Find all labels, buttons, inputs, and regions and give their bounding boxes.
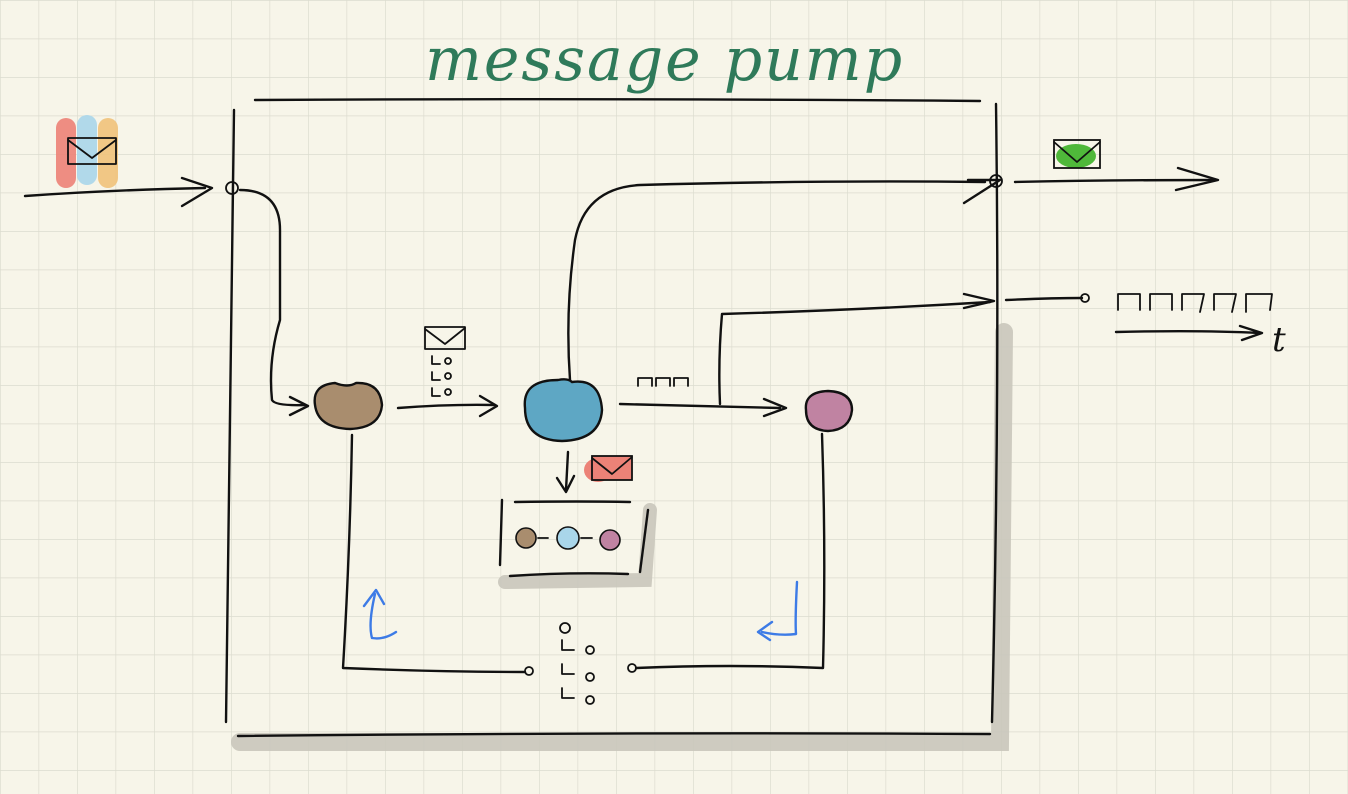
- output-arrow: [989, 166, 1220, 192]
- queued-messages-icon: [424, 326, 466, 397]
- incoming-messages-icon: [56, 115, 118, 188]
- arrow-icon: [962, 178, 1002, 205]
- widget-brown: [313, 381, 384, 431]
- output-path: [567, 180, 987, 382]
- loop-path: [341, 432, 826, 676]
- red-message-icon: [584, 455, 633, 482]
- checked-envelope-icon: [1053, 139, 1101, 169]
- arrow-icon: [478, 394, 499, 418]
- arrow-icon: [555, 474, 576, 494]
- diagram-title: message pump: [425, 25, 904, 95]
- widget-tree-box: [498, 498, 650, 578]
- arrow-a-to-b: [396, 403, 497, 410]
- arrow-icon: [288, 395, 310, 417]
- loop-queue-icon: [559, 622, 595, 705]
- event-stream-path: [718, 300, 992, 406]
- arrow-down: [564, 450, 570, 492]
- widget-pink: [804, 389, 854, 433]
- time-label: t: [1272, 320, 1286, 360]
- envelope-icon: [67, 137, 117, 165]
- widget-blue: [523, 378, 604, 443]
- loop-down-arrow-icon: [756, 580, 799, 642]
- event-stream-output: t: [1004, 293, 1286, 360]
- event-queue-small: [637, 377, 689, 387]
- arrow-icon: [762, 397, 788, 418]
- arrow-b-to-c: [618, 402, 782, 410]
- loop-up-arrow-icon: [362, 588, 398, 640]
- arrow-icon: [962, 292, 996, 310]
- box-shadow: [231, 323, 1013, 751]
- input-arrow: [23, 176, 239, 208]
- input-path: [238, 188, 307, 407]
